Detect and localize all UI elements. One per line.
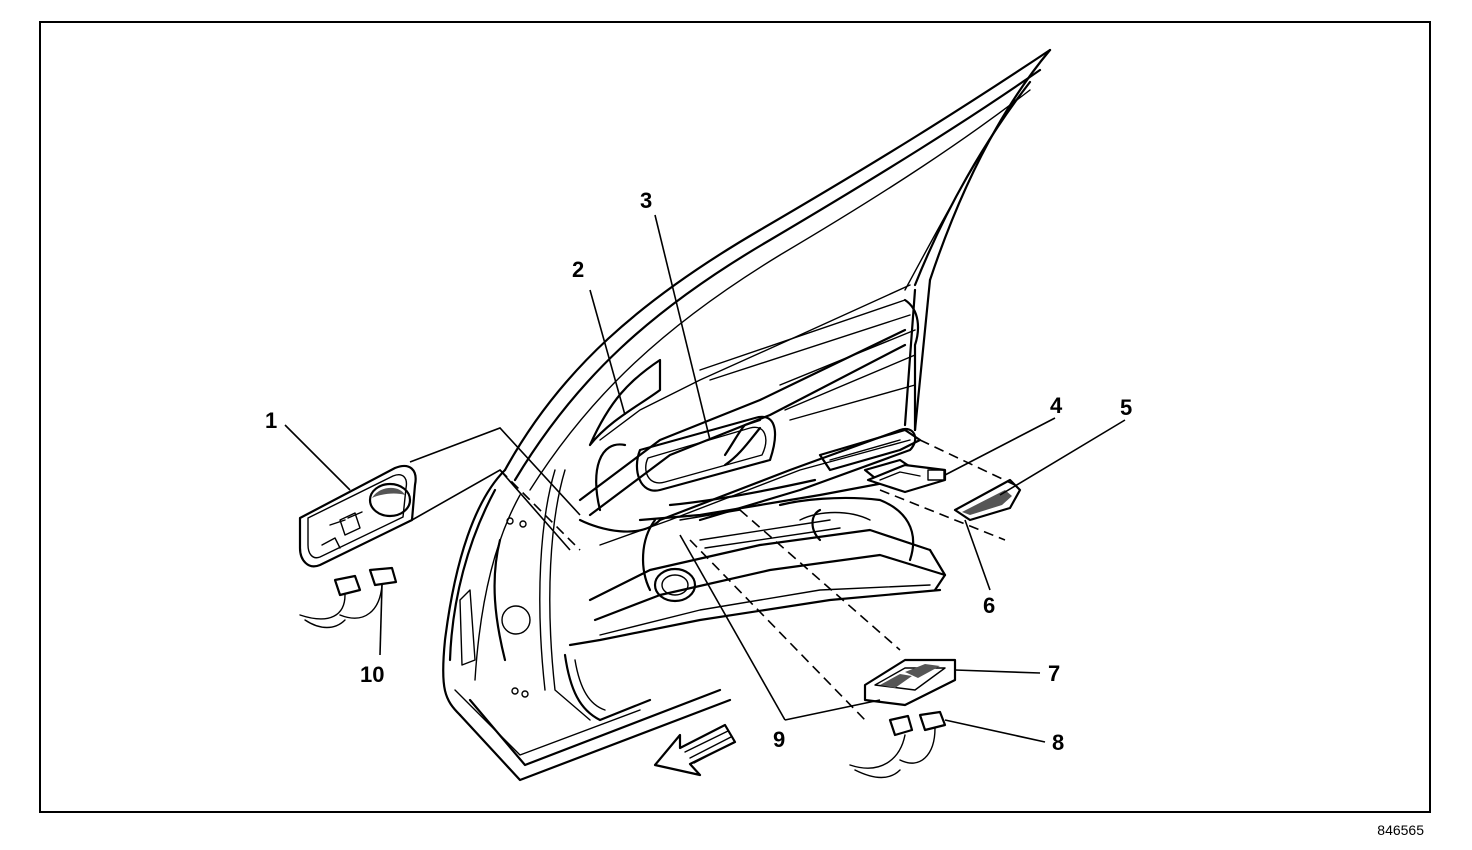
door-frame — [442, 48, 1052, 782]
part-8-harness-connector — [849, 710, 947, 779]
callout-labels: 1 2 3 4 5 6 7 8 9 10 — [265, 188, 1132, 755]
part-1-switch-bezel — [298, 464, 417, 568]
part-10-harness-connector — [299, 566, 398, 629]
diagram-frame — [39, 21, 1431, 813]
callout-8: 8 — [1052, 730, 1064, 755]
callout-2: 2 — [572, 257, 584, 282]
callout-7: 7 — [1048, 661, 1060, 686]
door-trim-panel — [563, 284, 947, 722]
dashed-projection-lines — [499, 439, 1016, 721]
part-7-switch-assembly — [863, 658, 957, 707]
callout-3: 3 — [640, 188, 652, 213]
figure-id: 846565 — [1377, 822, 1424, 838]
forward-arrow-icon — [653, 723, 737, 777]
callout-10: 10 — [360, 662, 384, 687]
part-5-cover — [953, 478, 1022, 522]
callout-4: 4 — [1050, 393, 1063, 418]
callout-5: 5 — [1120, 395, 1132, 420]
callout-9: 9 — [773, 727, 785, 752]
callout-1: 1 — [265, 408, 277, 433]
callout-6: 6 — [983, 593, 995, 618]
part-4-switch — [866, 463, 947, 494]
